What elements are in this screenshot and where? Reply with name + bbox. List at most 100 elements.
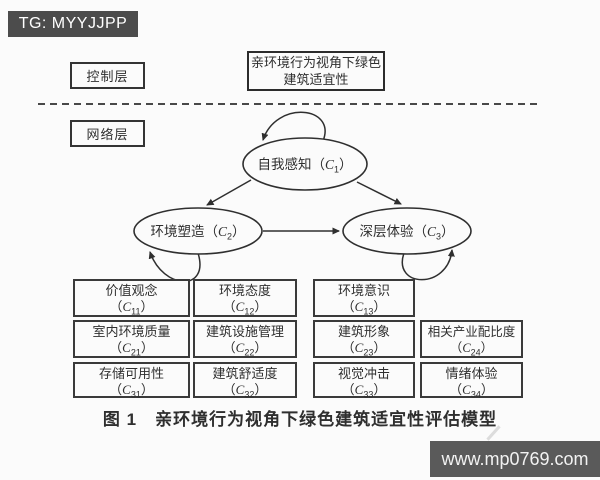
criteria-box-c33: 视觉冲击 （C33） <box>313 362 415 400</box>
node-c3-sub: 3 <box>436 231 442 242</box>
var-c: C <box>122 340 131 355</box>
paren-open: （ <box>341 340 355 355</box>
var-c: C <box>462 341 471 355</box>
node-c1: 自我感知（C1） <box>243 156 367 175</box>
paren-open: （ <box>341 382 355 397</box>
paren-open: （ <box>109 340 123 355</box>
node-c2-sub: 2 <box>227 231 233 242</box>
node-c2-paren-open: （ <box>204 224 218 239</box>
ellipse-c1 <box>242 137 368 191</box>
paren-open: （ <box>222 299 236 314</box>
criteria-box-c13: 环境意识 （C13） <box>313 279 415 317</box>
var-c: C <box>122 382 131 397</box>
criteria-c24-code: （C24） <box>422 340 521 358</box>
node-c2-name: 环境塑造 <box>150 224 205 239</box>
sub-11: 11 <box>131 306 141 317</box>
paren-open: （ <box>449 382 463 397</box>
control-layer-label: 控制层 <box>86 69 129 84</box>
criteria-c31-name: 存储可用性 <box>98 366 164 381</box>
criteria-c22-name: 建筑设施管理 <box>205 324 284 339</box>
var-c: C <box>122 299 132 314</box>
var-c: C <box>462 382 471 397</box>
criteria-box-c32: 建筑舒适度 （C32） <box>193 362 297 400</box>
sub-21: 21 <box>130 347 141 358</box>
goal-box: 亲环境行为视角下绿色 建筑适宜性 <box>247 51 385 91</box>
node-c3-name: 深层体验 <box>359 224 414 239</box>
sub-32: 32 <box>244 389 255 400</box>
criteria-c21-name: 室内环境质量 <box>92 324 171 339</box>
var-c: C <box>235 299 245 314</box>
var-c: C <box>235 340 245 355</box>
edge-c1-c2 <box>206 179 252 206</box>
node-c1-name: 自我感知 <box>257 157 312 172</box>
paren-close: ） <box>373 382 387 397</box>
criteria-c11-name: 价值观念 <box>105 283 158 298</box>
watermark-bottom-text: www.mp0769.com <box>441 448 589 469</box>
ellipse-c3 <box>342 207 472 255</box>
goal-line-2: 建筑适宜性 <box>283 72 349 87</box>
paren-close: ） <box>373 299 387 314</box>
watermark-banner-bottom: www.mp0769.com <box>430 441 600 477</box>
sub-33: 33 <box>363 389 374 400</box>
sub-13: 13 <box>363 306 374 317</box>
self-loop-c3 <box>401 249 455 281</box>
edge-c1-c3 <box>356 181 402 205</box>
paren-open: （ <box>341 299 355 314</box>
paren-close: ） <box>140 382 154 397</box>
criteria-c23-name: 建筑形象 <box>337 324 390 339</box>
paren-close: ） <box>373 340 387 355</box>
node-c1-paren-close: ） <box>339 157 353 172</box>
node-c2-paren-close: ） <box>232 224 246 239</box>
paren-open: （ <box>109 299 123 314</box>
var-c: C <box>235 382 245 397</box>
paren-close: ） <box>140 340 154 355</box>
criteria-c12-name: 环境态度 <box>218 283 271 298</box>
criteria-c31-code: （C31） <box>75 382 188 400</box>
paren-close: ） <box>254 299 268 314</box>
paren-close: ） <box>480 382 494 397</box>
criteria-box-c11: 价值观念 （C11） <box>73 279 190 317</box>
criteria-box-c24: 相关产业配比度 （C24） <box>420 320 523 358</box>
paren-close: ） <box>254 382 268 397</box>
node-c1-var: C <box>324 157 334 172</box>
criteria-box-c23: 建筑形象 （C23） <box>313 320 415 358</box>
node-c3-paren-close: ） <box>441 224 455 239</box>
node-c1-paren-open: （ <box>311 157 325 172</box>
criteria-c11-code: （C11） <box>75 299 188 317</box>
criteria-c22-code: （C22） <box>195 340 295 358</box>
sub-31: 31 <box>130 389 141 400</box>
node-c3: 深层体验（C3） <box>345 223 469 242</box>
goal-line-1: 亲环境行为视角下绿色 <box>250 55 381 70</box>
criteria-box-c22: 建筑设施管理 （C22） <box>193 320 297 358</box>
paren-close: ） <box>480 341 494 355</box>
self-loop-c2 <box>148 251 201 283</box>
self-loop-c1 <box>261 111 326 142</box>
criteria-c13-name: 环境意识 <box>337 283 390 298</box>
criteria-box-c31: 存储可用性 （C31） <box>73 362 190 400</box>
node-c3-var: C <box>426 224 436 239</box>
criteria-c23-code: （C23） <box>315 340 413 358</box>
var-c: C <box>354 299 364 314</box>
network-layer-label: 网络层 <box>86 127 129 142</box>
paren-open: （ <box>109 382 123 397</box>
criteria-c12-code: （C12） <box>195 299 295 317</box>
criteria-c32-code: （C32） <box>195 382 295 400</box>
sub-22: 22 <box>244 347 255 358</box>
criteria-c33-name: 视觉冲击 <box>337 366 390 381</box>
sub-34: 34 <box>470 389 481 400</box>
criteria-c33-code: （C33） <box>315 382 413 400</box>
node-c3-paren-open: （ <box>413 224 427 239</box>
sub-12: 12 <box>244 306 255 317</box>
criteria-c34-code: （C34） <box>422 382 521 400</box>
node-c2-var: C <box>217 224 227 239</box>
criteria-c13-code: （C13） <box>315 299 413 317</box>
ellipse-c2 <box>133 207 263 255</box>
criteria-box-c12: 环境态度 （C12） <box>193 279 297 317</box>
sub-24: 24 <box>470 347 481 358</box>
watermark-banner-top: TG: MYYJJPP <box>8 11 138 37</box>
control-layer-box: 控制层 <box>70 62 145 89</box>
var-c: C <box>354 382 364 397</box>
node-c1-sub: 1 <box>334 164 340 175</box>
